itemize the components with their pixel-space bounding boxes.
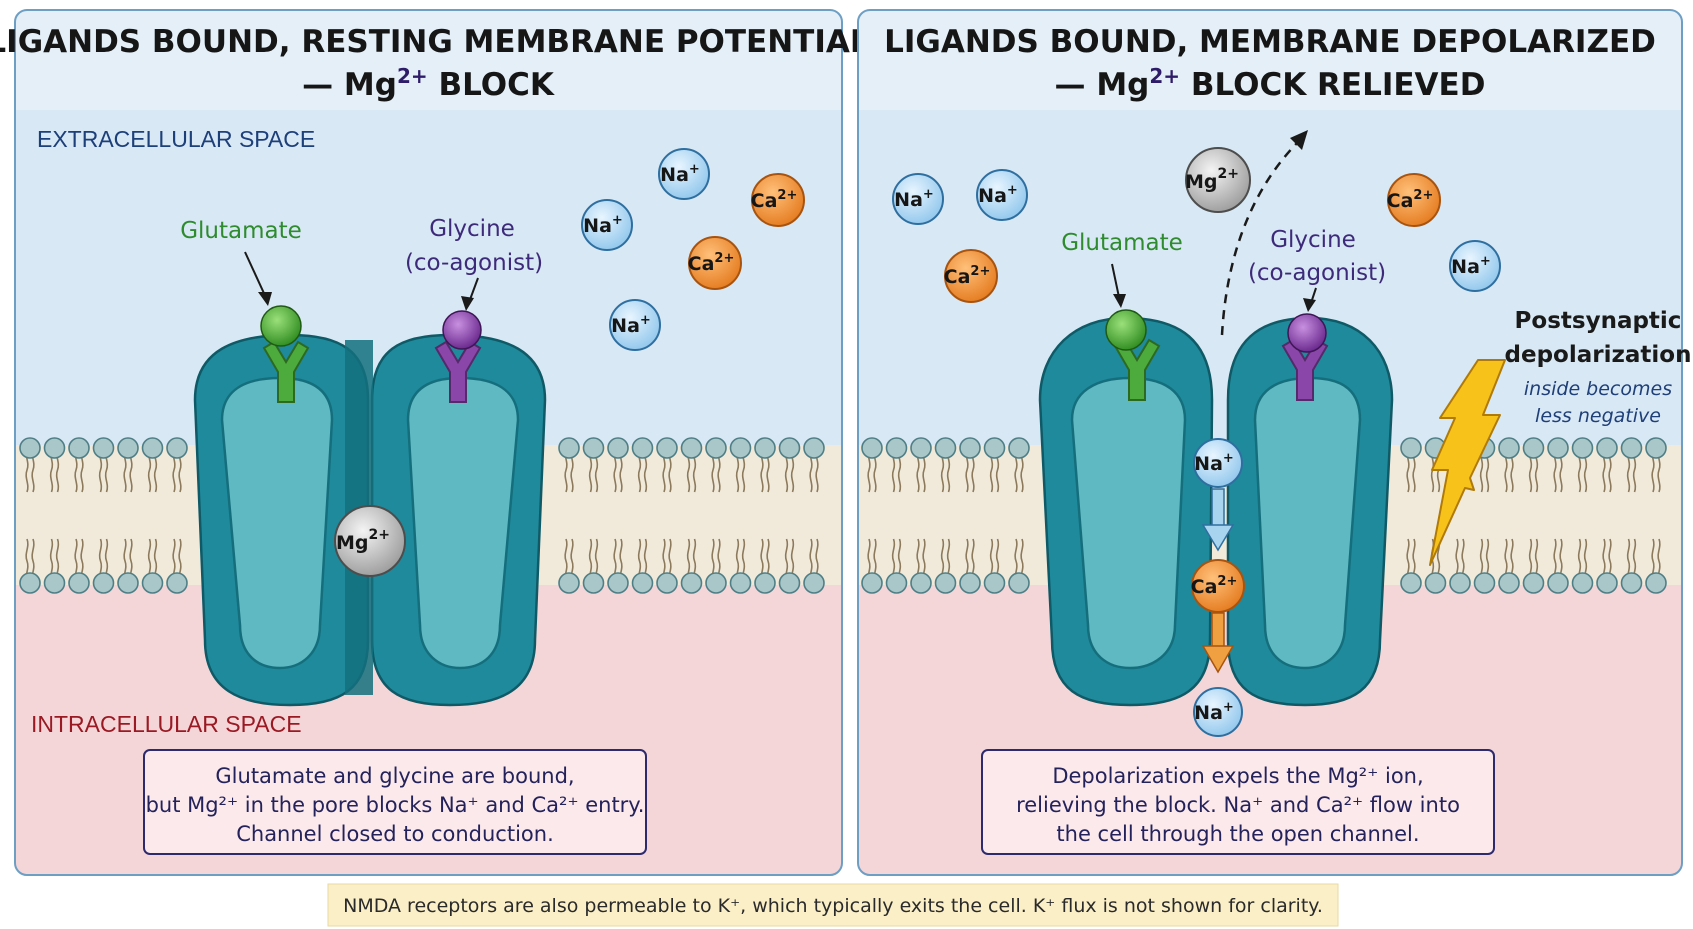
glycine-label-right-2: (co-agonist) <box>1248 260 1386 286</box>
ca-ion-in-pore: Ca2+ <box>1191 559 1245 613</box>
na-ion-intracellular: Na+ <box>1193 687 1243 737</box>
svg-text:Na+: Na+ <box>978 183 1018 207</box>
ca-ion: Ca2+ <box>751 173 805 227</box>
footnote-box: NMDA receptors are also permeable to K⁺,… <box>327 883 1339 927</box>
glycine-ligand-left <box>442 310 482 350</box>
svg-text:Ca2+: Ca2+ <box>751 188 798 212</box>
ca-flow-arrow <box>1201 612 1235 674</box>
caption-left-line2: but Mg²⁺ in the pore blocks Na⁺ and Ca²⁺… <box>146 793 645 817</box>
glutamate-label-right: Glutamate <box>1061 230 1183 256</box>
caption-box-left: Glutamate and glycine are bound, but Mg²… <box>143 749 647 855</box>
na-ion: Na+ <box>658 148 710 200</box>
depolarization-note-2: less negative <box>1535 405 1661 427</box>
mg-expulsion-arrow <box>1220 139 1301 336</box>
svg-text:Na+: Na+ <box>894 187 934 211</box>
na-flow-arrow <box>1201 488 1235 552</box>
glutamate-label-left: Glutamate <box>180 218 302 244</box>
lightning-bolt-icon <box>1429 359 1506 566</box>
na-ion: Na+ <box>581 199 633 251</box>
caption-right-line2: relieving the block. Na⁺ and Ca²⁺ flow i… <box>1016 793 1460 817</box>
na-ion: Na+ <box>976 169 1028 221</box>
glycine-ligand-right <box>1287 313 1327 353</box>
footnote-text: NMDA receptors are also permeable to K⁺,… <box>343 895 1323 917</box>
glycine-label-left-2: (co-agonist) <box>405 250 543 276</box>
mg-ion-pore-block: Mg2+ <box>334 505 406 577</box>
depolarization-note-1: inside becomes <box>1524 378 1672 400</box>
ca-ion: Ca2+ <box>688 236 742 290</box>
left-title-line1: LIGANDS BOUND, RESTING MEMBRANE POTENTIA… <box>0 24 870 60</box>
svg-text:Mg2+: Mg2+ <box>1185 166 1239 193</box>
caption-box-right: Depolarization expels the Mg²⁺ ion, reli… <box>981 749 1495 855</box>
right-title-line2: — Mg2+ BLOCK RELIEVED <box>1055 64 1486 103</box>
intracellular-label-left: INTRACELLULAR SPACE <box>31 711 302 737</box>
ca-ion: Ca2+ <box>944 249 998 303</box>
glycine-label-left-1: Glycine <box>429 216 515 242</box>
caption-right-line3: the cell through the open channel. <box>1056 822 1419 846</box>
svg-text:Ca2+: Ca2+ <box>1191 574 1238 598</box>
caption-left-line1: Glutamate and glycine are bound, <box>215 764 574 788</box>
ca-ion: Ca2+ <box>1387 173 1441 227</box>
right-title-line1: LIGANDS BOUND, MEMBRANE DEPOLARIZED <box>884 24 1656 60</box>
svg-text:Ca2+: Ca2+ <box>688 251 735 275</box>
depolarization-title-2: depolarization <box>1505 342 1692 368</box>
depolarization-title-1: Postsynaptic <box>1515 308 1682 334</box>
left-panel: LIGANDS BOUND, RESTING MEMBRANE POTENTIA… <box>0 9 870 876</box>
na-ion: Na+ <box>892 173 944 225</box>
nmda-receptor-open <box>1038 316 1394 707</box>
svg-text:Na+: Na+ <box>1194 451 1234 475</box>
na-ion-in-pore: Na+ <box>1193 438 1243 488</box>
extracellular-label-left: EXTRACELLULAR SPACE <box>37 126 315 152</box>
svg-text:Na+: Na+ <box>611 313 651 337</box>
caption-right-line1: Depolarization expels the Mg²⁺ ion, <box>1052 764 1423 788</box>
glutamate-ligand-right <box>1105 309 1147 351</box>
glycine-label-right-1: Glycine <box>1270 227 1356 253</box>
svg-text:Ca2+: Ca2+ <box>944 264 991 288</box>
svg-text:Mg2+: Mg2+ <box>336 527 390 554</box>
svg-text:Na+: Na+ <box>660 162 700 186</box>
svg-text:Na+: Na+ <box>1451 254 1491 278</box>
na-ion: Na+ <box>1449 240 1501 292</box>
svg-text:Ca2+: Ca2+ <box>1387 188 1434 212</box>
caption-left-line3: Channel closed to conduction. <box>236 822 554 846</box>
glutamate-ligand-left <box>260 305 302 347</box>
left-title-line2: — Mg2+ BLOCK <box>302 64 555 103</box>
mg-ion-expelled: Mg2+ <box>1185 147 1251 213</box>
na-ion: Na+ <box>609 299 661 351</box>
svg-text:Na+: Na+ <box>583 213 623 237</box>
svg-text:Na+: Na+ <box>1194 700 1234 724</box>
right-panel: LIGANDS BOUND, MEMBRANE DEPOLARIZED — Mg… <box>857 9 1692 876</box>
